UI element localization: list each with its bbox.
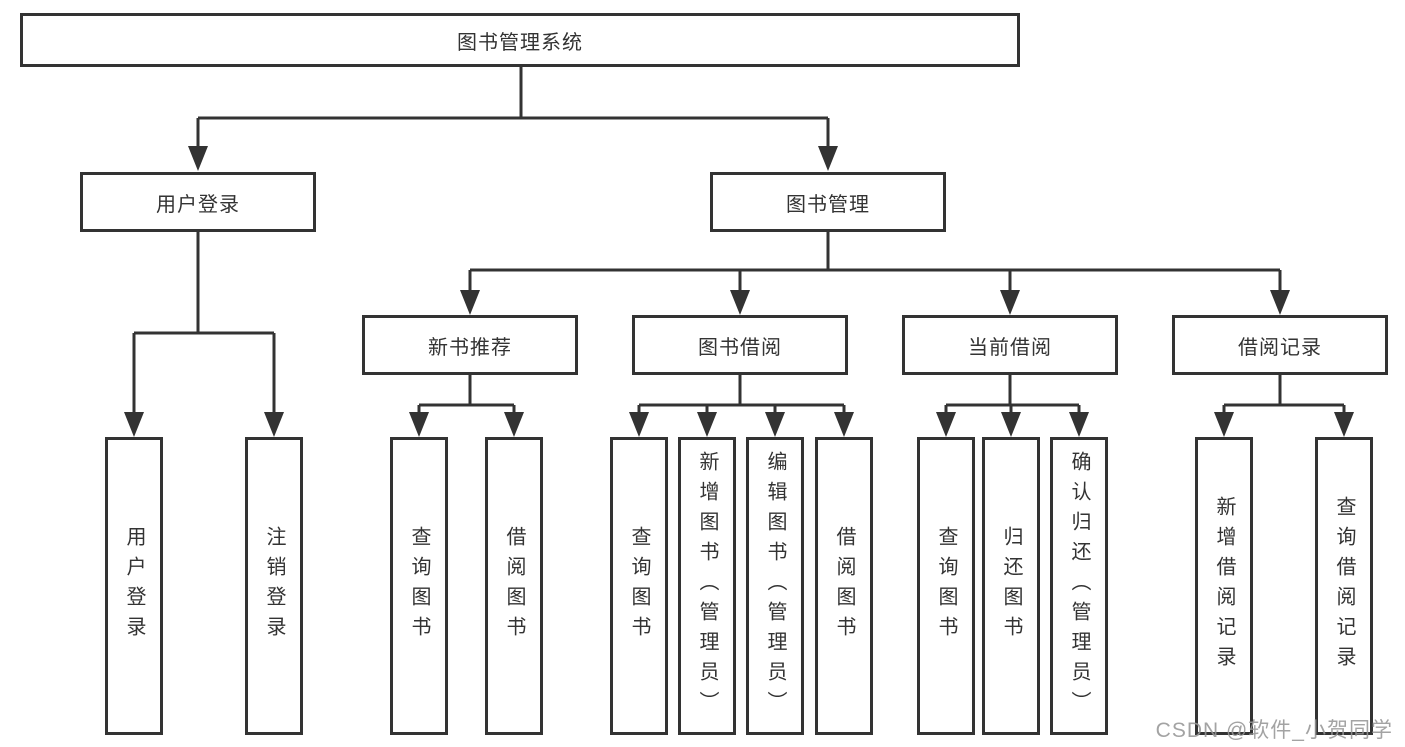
leaf-add-borrow-record: 新增借阅记录 <box>1195 437 1253 735</box>
csdn-watermark: CSDN @软件_小贺同学 <box>1155 719 1393 742</box>
leaf-query-borrow-record: 查询借阅记录 <box>1315 437 1373 735</box>
node-book-management: 图书管理 <box>710 172 946 232</box>
leaf-borrow-books: 借阅图书 <box>485 437 543 735</box>
node-new-book-recommendation: 新书推荐 <box>362 315 578 375</box>
leaf-query-books: 查询图书 <box>917 437 975 735</box>
leaf-edit-books-admin: 编辑图书（管理员） <box>746 437 804 735</box>
node-current-borrowing: 当前借阅 <box>902 315 1118 375</box>
leaf-return-books: 归还图书 <box>982 437 1040 735</box>
node-borrowing-records: 借阅记录 <box>1172 315 1388 375</box>
leaf-confirm-return-admin: 确认归还（管理员） <box>1050 437 1108 735</box>
leaf-borrow-books: 借阅图书 <box>815 437 873 735</box>
leaf-user-login: 用户登录 <box>105 437 163 735</box>
node-user-login: 用户登录 <box>80 172 316 232</box>
leaf-query-books: 查询图书 <box>390 437 448 735</box>
leaf-add-books-admin: 新增图书（管理员） <box>678 437 736 735</box>
node-book-borrowing: 图书借阅 <box>632 315 848 375</box>
leaf-query-books: 查询图书 <box>610 437 668 735</box>
node-library-management-system: 图书管理系统 <box>20 13 1020 67</box>
leaf-logout: 注销登录 <box>245 437 303 735</box>
